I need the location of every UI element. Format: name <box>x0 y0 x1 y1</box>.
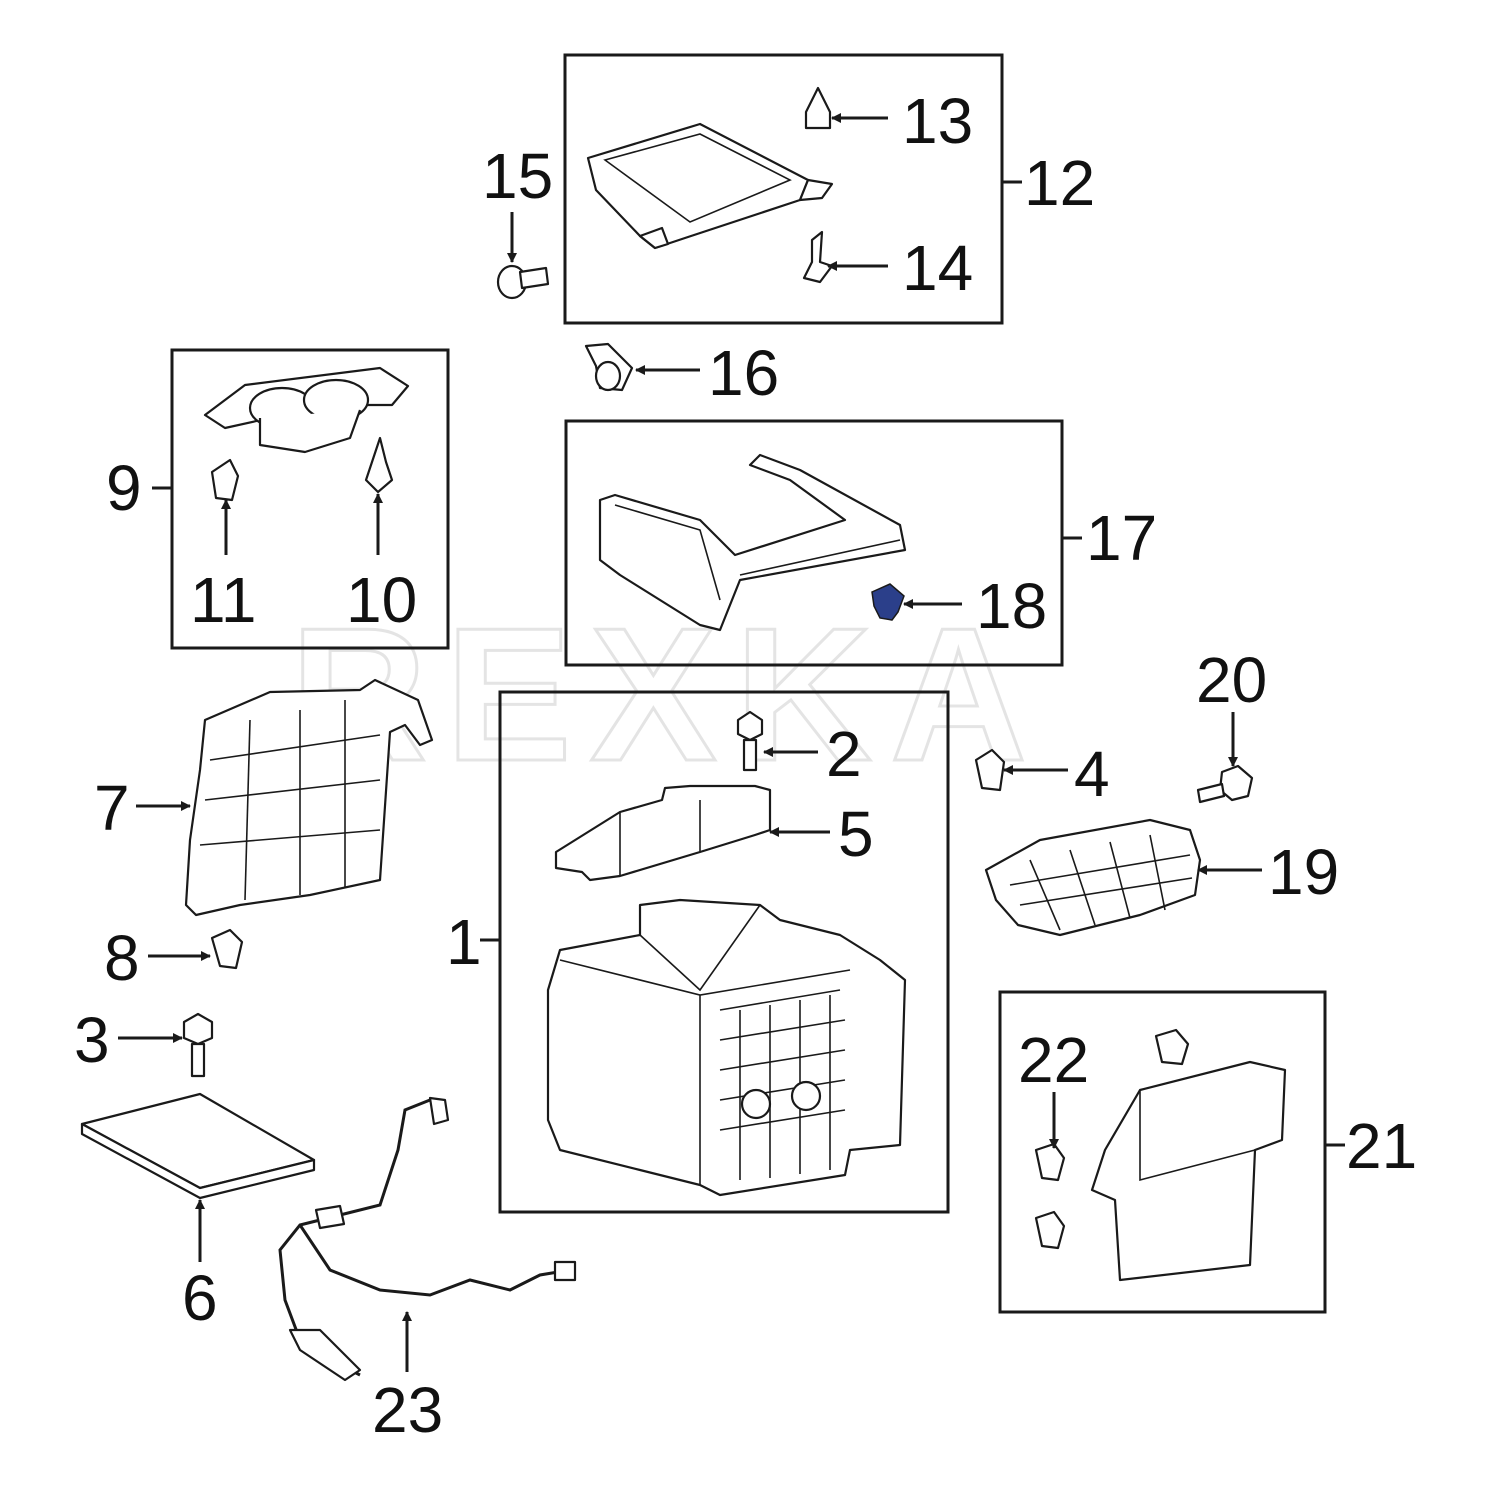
part-21-rear-console-panel[interactable] <box>1090 1060 1287 1282</box>
callout-5: 5 <box>838 798 874 870</box>
part-6-mat[interactable] <box>80 1092 316 1200</box>
part-14-screw[interactable] <box>802 230 834 284</box>
part-8-clip[interactable] <box>210 928 244 970</box>
callout-7: 7 <box>94 772 130 844</box>
part-12-armrest-lid[interactable] <box>586 122 834 250</box>
part-10-screw[interactable] <box>364 436 394 494</box>
part-3-bolt[interactable] <box>182 1012 214 1078</box>
part-2-bolt[interactable] <box>736 710 764 772</box>
part-4-clip[interactable] <box>974 748 1006 792</box>
callout-4: 4 <box>1074 738 1110 810</box>
callout-17: 17 <box>1086 502 1157 574</box>
callout-21: 21 <box>1346 1110 1417 1182</box>
part-16-clamp[interactable] <box>584 342 634 392</box>
part-19-rear-panel[interactable] <box>984 818 1202 937</box>
part-13-clip[interactable] <box>804 86 832 130</box>
callout-18: 18 <box>976 570 1047 642</box>
callout-2: 2 <box>826 718 862 790</box>
callout-16: 16 <box>708 337 779 409</box>
part-11-clip[interactable] <box>210 458 240 502</box>
part-7-side-panel[interactable] <box>184 678 434 917</box>
watermark: REXKA <box>290 589 1045 801</box>
callout-13: 13 <box>902 85 973 157</box>
part-17-console-panel[interactable] <box>598 453 907 632</box>
callout-12: 12 <box>1024 147 1095 219</box>
callout-20: 20 <box>1196 644 1267 716</box>
part-15-pin[interactable] <box>496 264 550 300</box>
callout-23: 23 <box>372 1374 443 1446</box>
part-1-console-box[interactable] <box>546 898 907 1197</box>
group-box-12 <box>563 53 1004 325</box>
callout-3: 3 <box>74 1004 110 1076</box>
callout-11: 11 <box>190 564 256 636</box>
callout-14: 14 <box>902 232 973 304</box>
callout-8: 8 <box>104 922 140 994</box>
part-20-screw[interactable] <box>1196 764 1254 804</box>
part-18-clip-highlighted[interactable] <box>871 583 905 621</box>
callout-6: 6 <box>182 1262 218 1334</box>
group-box-17 <box>564 419 1064 667</box>
part-9-cup-holder-panel[interactable] <box>203 366 410 454</box>
part-23-wire-harness[interactable] <box>278 1096 577 1382</box>
callout-9: 9 <box>106 452 142 524</box>
callout-19: 19 <box>1268 836 1339 908</box>
group-box-21 <box>998 990 1327 1314</box>
group-box-9 <box>170 348 450 650</box>
group-box-1 <box>498 690 950 1214</box>
callout-22: 22 <box>1018 1024 1089 1096</box>
callout-1: 1 <box>446 906 482 978</box>
callout-10: 10 <box>346 564 417 636</box>
callout-15: 15 <box>482 140 553 212</box>
